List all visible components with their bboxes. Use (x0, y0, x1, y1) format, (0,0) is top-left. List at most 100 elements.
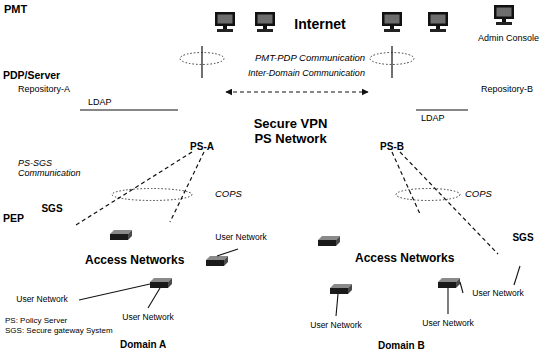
connector (80, 109, 178, 110)
abbreviation-note: SGS: Secure gateway System (5, 326, 113, 335)
cloud-fill (301, 229, 347, 275)
node-label: User Network (472, 289, 523, 299)
oval-outline (413, 315, 484, 334)
cloud-outline (178, 13, 206, 41)
computer-icon (215, 12, 235, 32)
cloud-outline (357, 16, 387, 46)
cloud-fill (440, 8, 466, 34)
console-label: Admin Console (478, 33, 539, 43)
oval-outline (206, 229, 277, 248)
cloud-fill (398, 3, 428, 33)
cloud-fill (386, 265, 432, 311)
cloud-fill (137, 99, 177, 139)
node-label: User Network (16, 295, 67, 305)
cloud-fill (415, 117, 459, 161)
node-label: User Network (422, 319, 473, 329)
cloud-fill (115, 262, 155, 302)
node-label: SGS (512, 232, 533, 244)
cloud-outline (148, 261, 194, 307)
cloud-outline (245, 244, 285, 284)
cloud-fill (179, 16, 461, 32)
server-slot (383, 86, 401, 89)
gateway-side (64, 218, 70, 233)
cloud-fill (400, 17, 426, 43)
node-label: PS-B (380, 141, 404, 153)
oval-outline (7, 291, 78, 310)
cloud-fill (382, 92, 424, 134)
cloud-fill (445, 9, 473, 37)
cloud-outline (137, 99, 177, 139)
server-slot (383, 92, 401, 95)
cloud-fill (181, 85, 229, 133)
repository-icon: Repository-A (8, 84, 80, 120)
connector (391, 46, 392, 78)
oval-outline (463, 285, 534, 304)
cloud-outline (324, 138, 364, 178)
repository-side (70, 98, 76, 115)
node-label: Access Networks (85, 254, 184, 268)
oval-outline (113, 309, 184, 328)
cloud-outline (322, 84, 366, 128)
cloud-outline (421, 112, 461, 152)
cloud-fill (140, 104, 441, 160)
computer-icon (255, 12, 275, 32)
cloud-outline (241, 16, 271, 46)
cloud-fill (166, 11, 193, 38)
cloud-fill (77, 244, 265, 284)
cloud-fill (241, 16, 271, 46)
server-slot (193, 92, 211, 95)
domain-label: Domain B (378, 340, 425, 352)
cloud-outline (430, 14, 457, 41)
band-plate (90, 186, 530, 203)
cloud-outline (481, 242, 521, 282)
tier-label: PEP (3, 212, 24, 224)
node-label: COPS (465, 189, 492, 200)
network-device (110, 230, 132, 240)
cloud-fill (148, 261, 194, 307)
node-label: SGS (41, 203, 62, 215)
cloud-fill (438, 11, 468, 41)
cloud-fill (474, 232, 514, 272)
cloud-outline (428, 5, 457, 34)
cloud-outline (416, 105, 456, 145)
cloud-fill (121, 115, 169, 163)
cloud-outline (445, 11, 473, 39)
communication-band: PMT-PDP Communication (90, 50, 530, 67)
gateway-top (34, 218, 70, 223)
cloud-outline (222, 3, 251, 32)
gateway-icon: SGS (498, 232, 548, 266)
cloud-fill (223, 17, 250, 44)
computer-icon (382, 12, 402, 32)
cloud-fill (400, 121, 448, 169)
oval-outline (301, 317, 372, 336)
link-wire (514, 266, 520, 285)
server-side (215, 78, 220, 136)
cloud-fill (182, 132, 228, 178)
cloud-fill (481, 242, 521, 282)
cloud-outline (451, 221, 497, 267)
cloud-outline (205, 5, 232, 32)
repository-icon: Repository-B (468, 84, 546, 120)
cloud-outline (121, 115, 169, 163)
user-network-oval: User Network (300, 316, 372, 336)
cloud-fill (380, 17, 408, 45)
cloud-fill (188, 4, 218, 34)
cloud-outline (423, 265, 465, 307)
cloud-fill (186, 224, 228, 266)
link-wire (217, 249, 238, 256)
cloud-outline (190, 15, 216, 41)
cloud-fill (324, 138, 364, 178)
node-label: Secure VPN PS Network (245, 117, 337, 147)
cloud-outline (182, 132, 228, 178)
edge-label: LDAP (88, 97, 112, 107)
cloud-outline (352, 85, 400, 133)
server-slot (193, 86, 211, 89)
connector (201, 46, 202, 78)
cloud-outline (472, 250, 516, 294)
cloud-outline (216, 137, 258, 179)
cloud-outline (115, 262, 155, 302)
node-label: PMT-PDP Communication (255, 53, 365, 64)
cloud-fill (205, 5, 232, 32)
cloud-outline (415, 14, 444, 43)
link-wire (148, 288, 160, 308)
